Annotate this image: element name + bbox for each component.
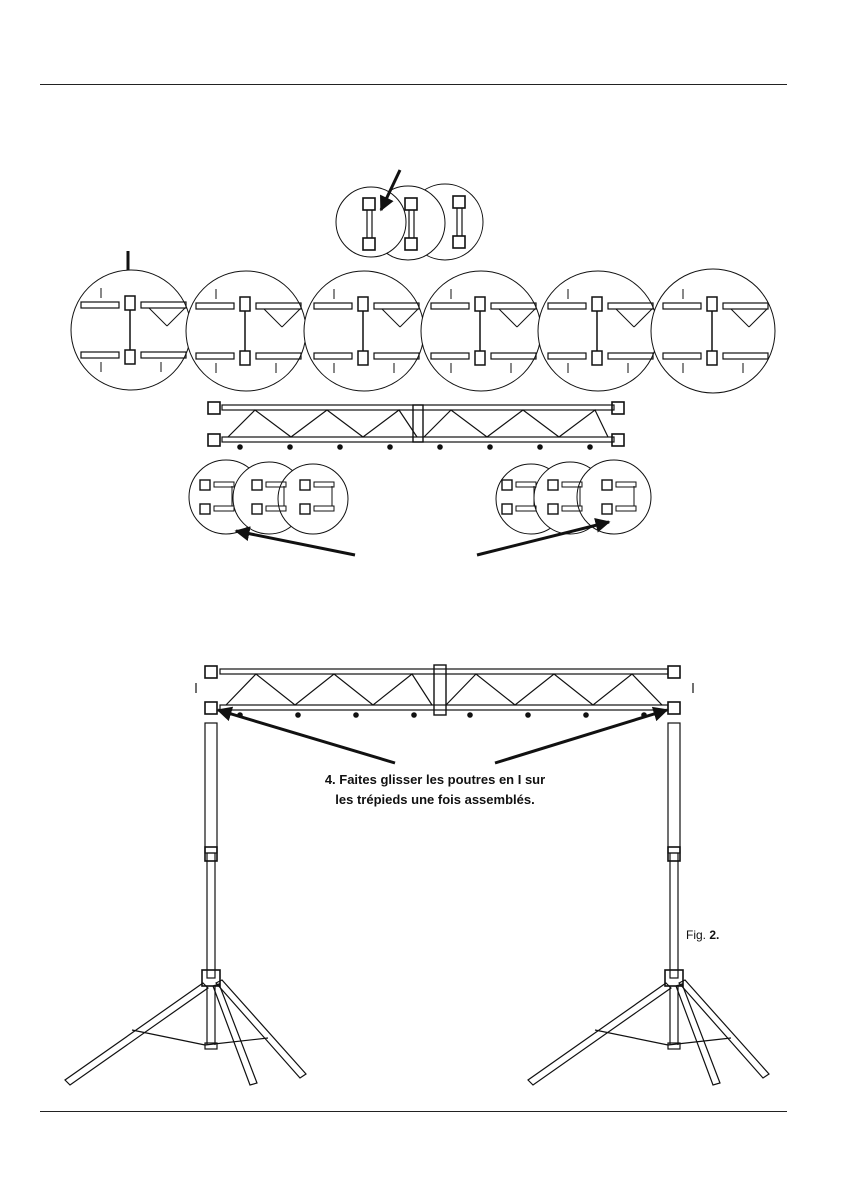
figure-number: 2. [709, 928, 719, 942]
caption-line-2: les trépieds une fois assemblés. [300, 790, 570, 810]
detail-circle-row [71, 269, 775, 393]
assembly-step-caption: 4. Faites glisser les poutres en I sur l… [300, 770, 570, 810]
top-zoom-circles [336, 184, 483, 260]
assembled-truss-upper [208, 402, 624, 449]
figure-label: Fig. 2. [686, 928, 719, 942]
caption-line-1: 4. Faites glisser les poutres en I sur [300, 770, 570, 790]
figure-prefix: Fig. [686, 928, 706, 942]
assembled-truss-lower [196, 665, 693, 717]
end-detail-circles [189, 460, 651, 534]
left-tripod [65, 723, 306, 1085]
